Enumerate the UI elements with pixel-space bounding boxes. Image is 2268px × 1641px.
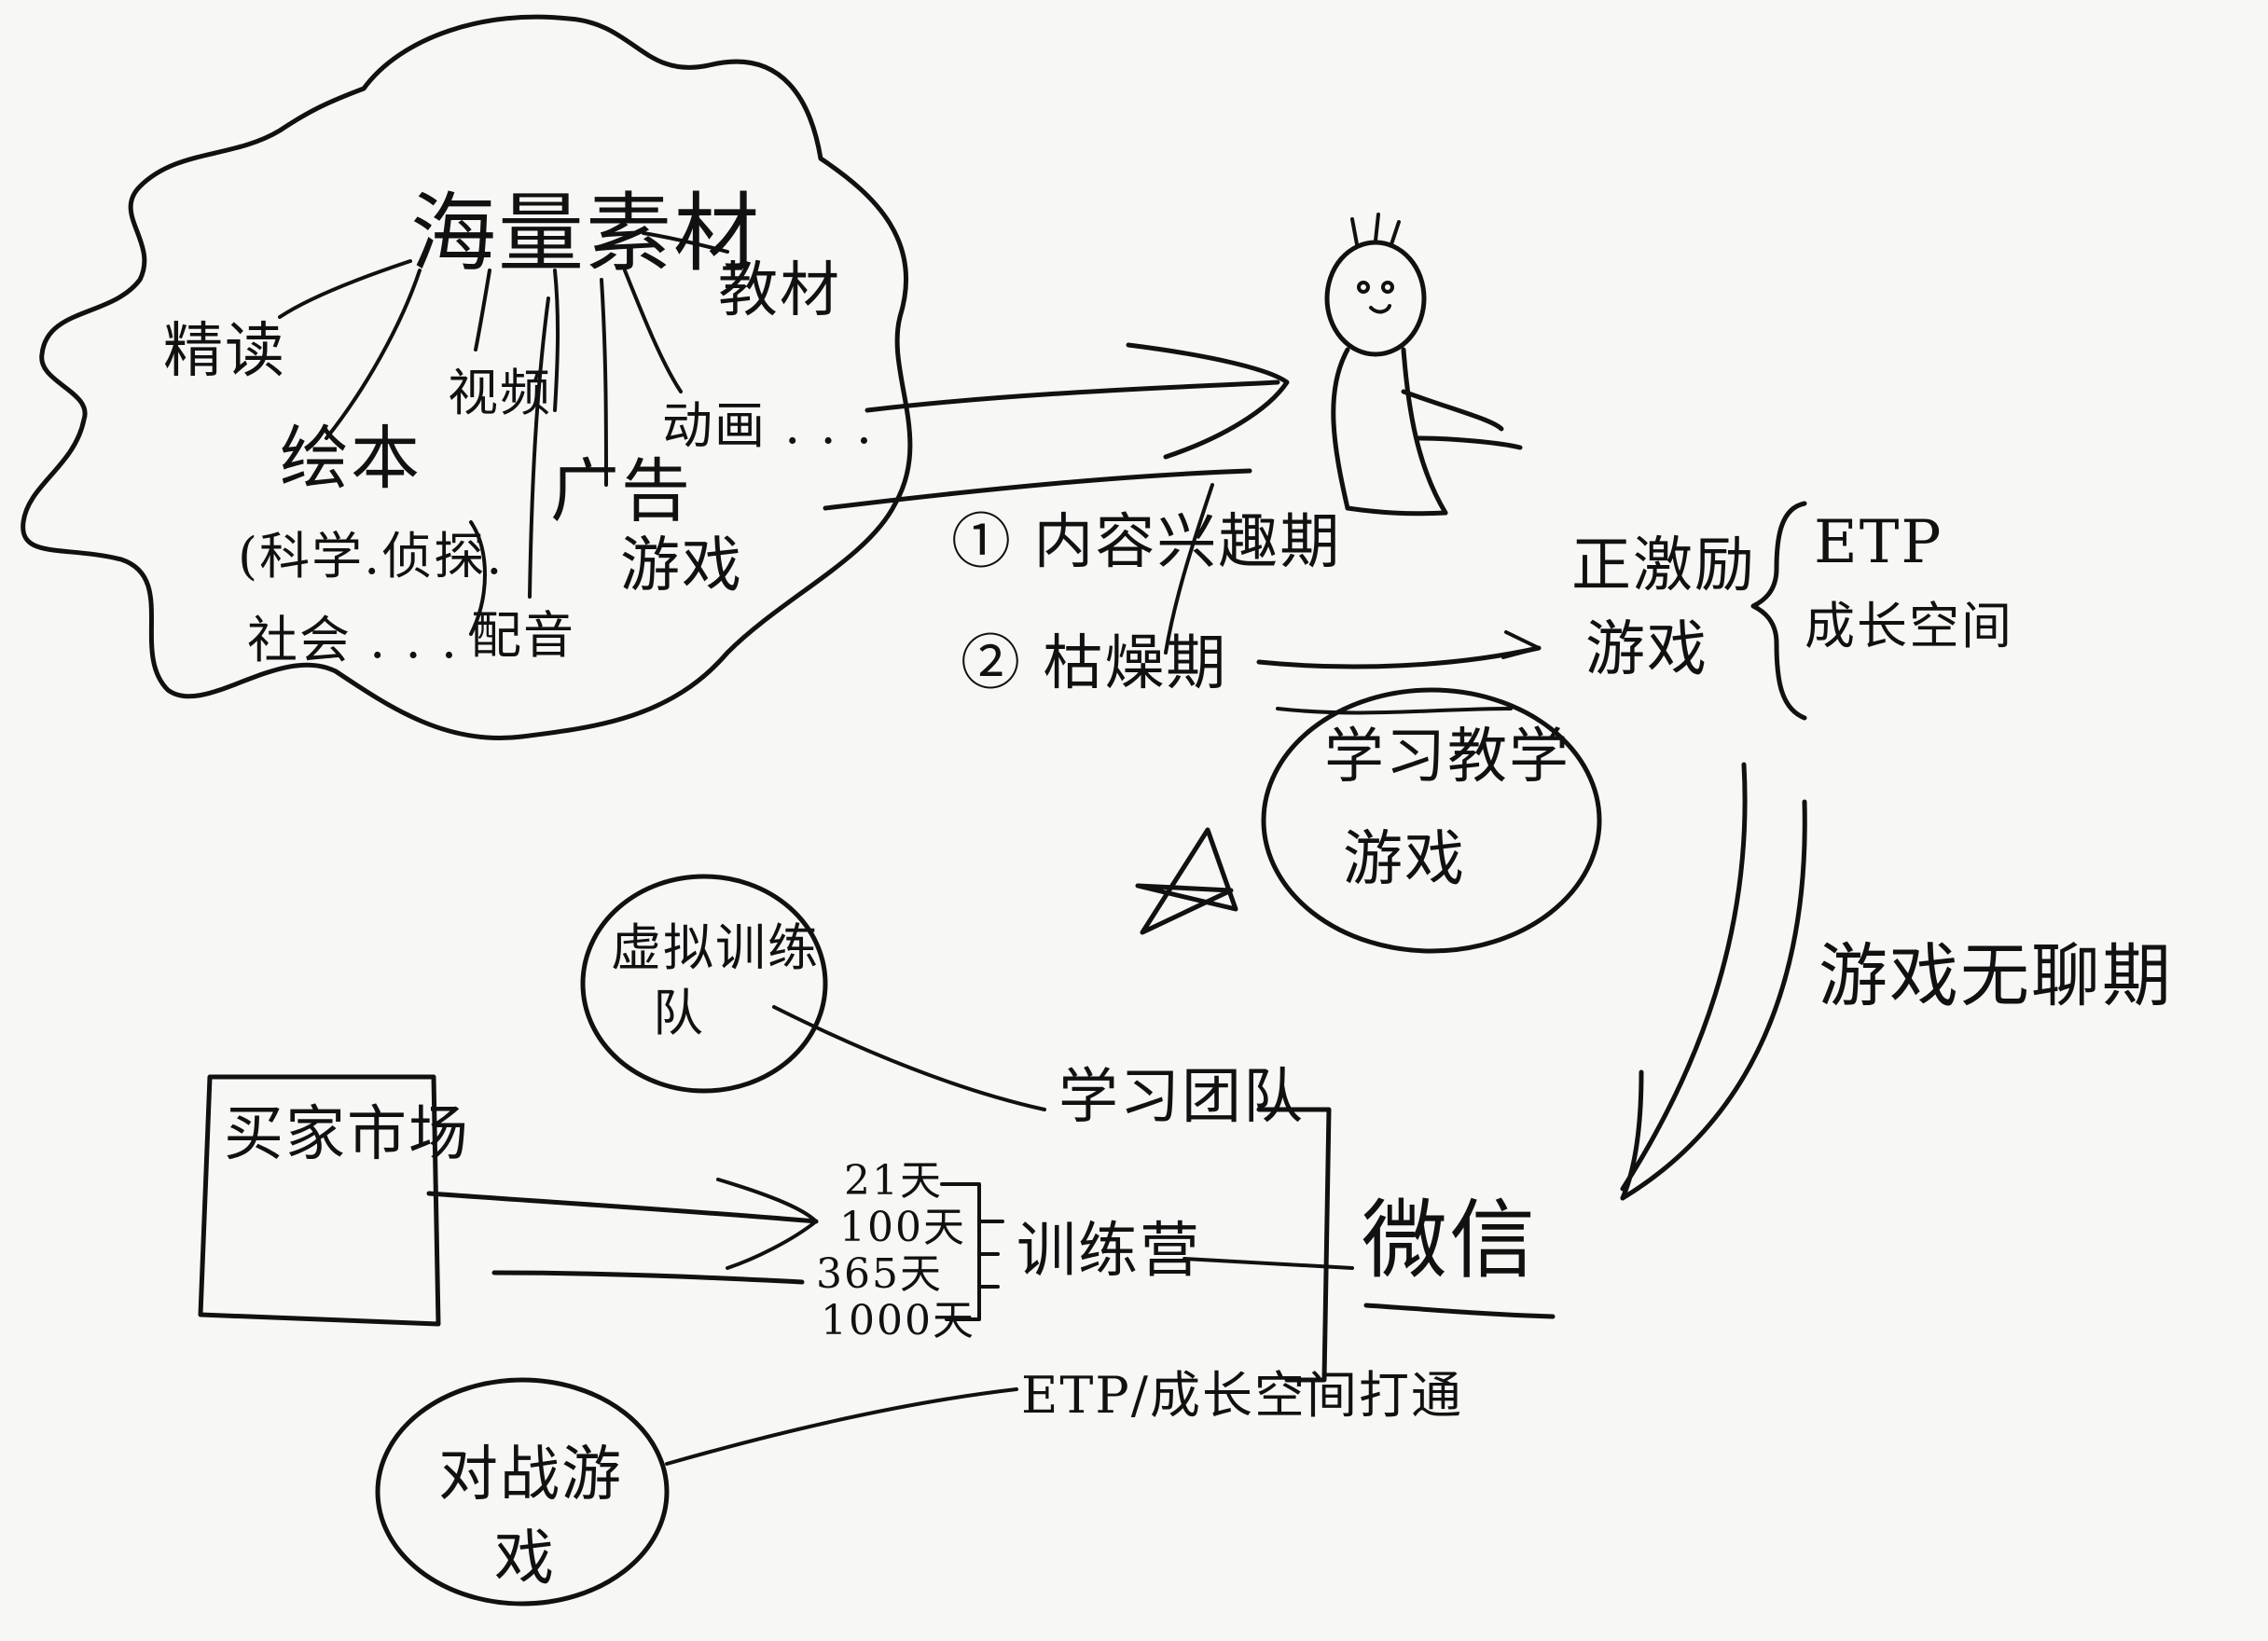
branch-games: 游戏	[620, 536, 743, 596]
game-boredom-stage: 游戏无聊期	[1819, 942, 2173, 1011]
line-virtual-to-study-group	[774, 1007, 1044, 1110]
wechat: 微信	[1362, 1198, 1537, 1284]
branch-picture-books-genres-1: (科学.侦探.	[238, 531, 504, 582]
cloud-title: 海量素材	[410, 191, 761, 277]
arrow-market-to-camp-2	[494, 1273, 802, 1282]
learner-legs	[1348, 508, 1445, 514]
stage-content-interest: ① 内容兴趣期	[951, 513, 1341, 572]
stage-boredom: ② 枯燥期	[961, 634, 1227, 694]
arrow-motivation-to-wechat-head	[1623, 1072, 1641, 1198]
camp-duration-365: 365天	[816, 1254, 943, 1295]
camp-duration-100: 100天	[839, 1207, 966, 1248]
star-mark	[1138, 830, 1236, 932]
arrow-wechat-to-camp	[1366, 1305, 1553, 1317]
branch-animation: 动画 . . .	[662, 401, 874, 451]
bracket-study-to-etp	[1259, 1110, 1329, 1380]
positive-motivation-line1: 正激励	[1571, 536, 1756, 596]
branch-to-ads	[555, 270, 558, 410]
branch-to-dubbing	[530, 298, 548, 597]
pvp-game-line1: 对战游	[438, 1445, 623, 1505]
branch-video: 视频	[448, 368, 552, 419]
arrow-market-to-camp-1-head	[718, 1179, 816, 1268]
line-pvp-to-etp	[667, 1389, 1016, 1464]
virtual-group-line1: 虚拟训练	[611, 923, 820, 973]
branch-to-intensive-reading	[280, 261, 410, 317]
learner-hair	[1352, 214, 1399, 244]
learner-arm	[1404, 392, 1520, 448]
learning-game-line2: 游戏	[1343, 830, 1466, 889]
branch-picture-books: 绘本	[280, 424, 422, 493]
arrow-boredom-to-motivation	[1259, 648, 1539, 667]
learner-head	[1327, 242, 1424, 354]
positive-motivation-line2: 游戏	[1585, 620, 1708, 680]
branch-ads: 广告	[550, 457, 692, 526]
positive-motivation-etp: ETP	[1814, 513, 1943, 572]
branch-to-animation	[625, 270, 681, 392]
arrow-market-to-camp-1	[429, 1193, 816, 1221]
study-group: 学习团队	[1058, 1068, 1305, 1127]
branch-to-picture-books	[326, 270, 420, 438]
etp-growth-space: ETP/成长空间打通	[1021, 1371, 1463, 1421]
camp-duration-21: 21天	[844, 1161, 943, 1202]
pvp-game-line2: 戏	[494, 1529, 556, 1589]
motivation-brace	[1753, 503, 1805, 718]
learner-mouth	[1371, 306, 1390, 311]
virtual-group-line2: 队	[653, 988, 705, 1039]
learner-eye-right	[1383, 283, 1392, 292]
branch-dubbing: 配音	[471, 611, 575, 661]
camp-duration-1000: 1000天	[821, 1301, 975, 1342]
branch-textbooks: 教材	[718, 261, 841, 321]
arrow-cloud-to-learner-2	[825, 471, 1250, 508]
camp-durations-tick	[979, 1221, 1003, 1287]
real-market: 买家市场	[224, 1105, 470, 1165]
positive-motivation-growth-space: 成长空间	[1805, 601, 2013, 652]
learning-game-line1: 学习教学	[1324, 727, 1570, 787]
practice-camp: 训练营	[1016, 1221, 1201, 1281]
arrow-cloud-to-learner-1	[867, 382, 1278, 410]
branch-picture-books-genres-2: 社会 . . .	[247, 615, 459, 666]
learner-body	[1334, 350, 1445, 513]
branch-intensive-reading: 精读	[163, 322, 286, 381]
arrow-cloud-to-learner-1-head	[1128, 345, 1287, 457]
arrow-to-learning-game	[1278, 709, 1511, 712]
learner-eye-left	[1359, 283, 1368, 292]
